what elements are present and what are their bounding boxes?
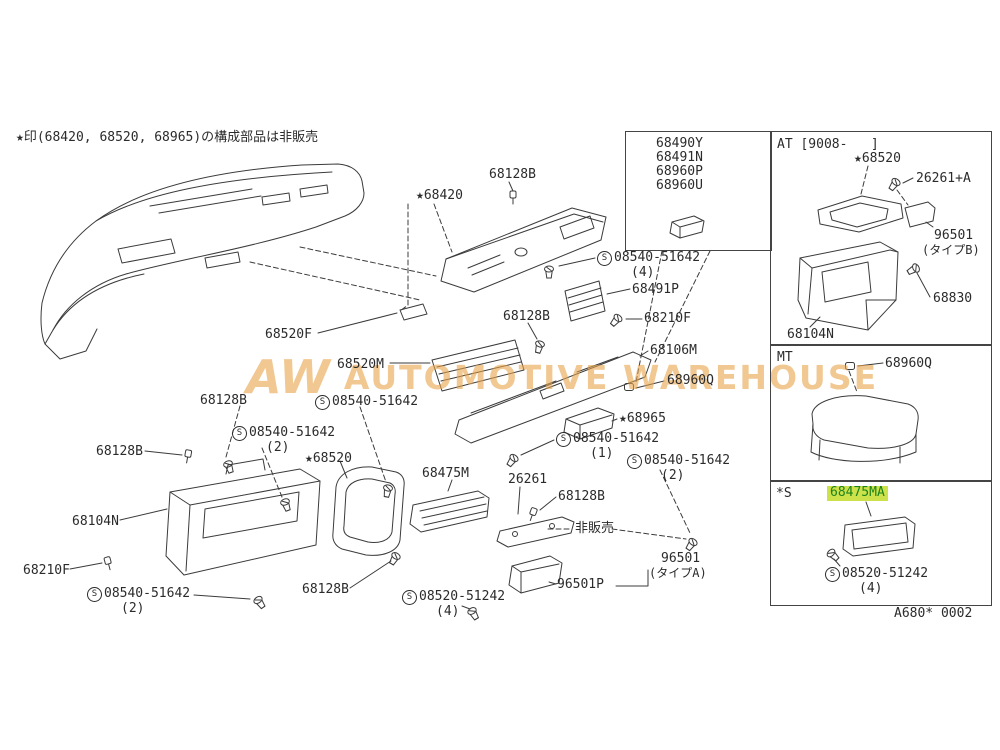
s-box-title: *S <box>776 486 792 501</box>
part-label: 68960U <box>656 178 703 193</box>
lower-finisher-drawing <box>454 351 652 444</box>
screw-standard-icon: S <box>402 590 417 605</box>
part-label: 68491P <box>632 282 679 297</box>
at-section-box <box>770 131 992 346</box>
part-label: 68960Q <box>885 356 932 371</box>
screw-standard-icon: S <box>825 567 840 582</box>
part-label: 68128B <box>96 444 143 459</box>
part-label: 68106M <box>650 343 697 358</box>
side-vent-drawing <box>564 280 606 322</box>
part-label: 96501(タイプB) <box>922 228 980 257</box>
part-label: 非販売 <box>575 521 615 536</box>
part-label: 96501(タイプA) <box>649 551 707 580</box>
part-label: 68490Y <box>656 136 703 151</box>
part-label: 68491N <box>656 150 703 165</box>
part-label: 68128B <box>302 582 349 597</box>
part-label: ★68965 <box>619 411 666 426</box>
part-label: 68128B <box>558 489 605 504</box>
part-label: 68128B <box>200 393 247 408</box>
screw-standard-icon: S <box>315 395 330 410</box>
part-label: 68128B <box>489 167 536 182</box>
part-label: 68210F <box>644 311 691 326</box>
part-label: 26261 <box>508 472 548 487</box>
at-box-title: AT [9008- ] <box>777 137 879 152</box>
small-trim-drawing <box>399 303 428 321</box>
part-label: 68128B <box>503 309 550 324</box>
small-pocket-drawing <box>508 555 563 594</box>
part-label: 68475M <box>422 466 469 481</box>
cluster-lid-drawing <box>440 207 607 293</box>
part-label: 68210F <box>23 563 70 578</box>
part-label: 26261+A <box>916 171 971 186</box>
highlighted-part[interactable]: 68475MA <box>827 485 888 501</box>
mt-console-drawing <box>810 395 919 464</box>
screw-standard-icon: S <box>87 587 102 602</box>
screw-standard-icon: S <box>556 432 571 447</box>
part-label: 68104N <box>72 514 119 529</box>
center-vent-drawing <box>431 339 525 392</box>
part-label: 68830 <box>933 291 973 306</box>
dashboard-panel-drawing <box>40 163 365 360</box>
part-label: 68960P <box>656 164 703 179</box>
part-label: 68520M <box>337 357 384 372</box>
screw-standard-icon: S <box>597 251 612 266</box>
parts-list-box <box>625 131 772 251</box>
part-label: ★68520 <box>305 451 352 466</box>
screw-standard-icon: S <box>627 454 642 469</box>
mt-box-title: MT <box>777 350 793 365</box>
part-label: 68520F <box>265 327 312 342</box>
part-label: 68960Q <box>667 373 714 388</box>
note-nonsale: ★印(68420, 68520, 68965)の構成部品は非販売 <box>16 130 319 145</box>
center-frame-drawing <box>332 466 405 556</box>
pocket-lid-drawing <box>409 490 490 533</box>
mt-section-box <box>770 344 992 482</box>
console-box-drawing <box>165 458 321 576</box>
at-console-drawing <box>797 195 936 331</box>
part-label: ★68420 <box>416 188 463 203</box>
screw-standard-icon: S <box>232 426 247 441</box>
part-label: 96501P <box>557 577 604 592</box>
diagram-code: A680* 0002 <box>894 606 973 621</box>
part-label: 68104N <box>787 327 834 342</box>
s-section-box <box>770 480 992 606</box>
leader-lines <box>69 177 934 610</box>
s-pocket-drawing <box>842 516 916 557</box>
part-label: ★68520 <box>854 151 901 166</box>
switch-unit-drawing <box>669 215 705 239</box>
